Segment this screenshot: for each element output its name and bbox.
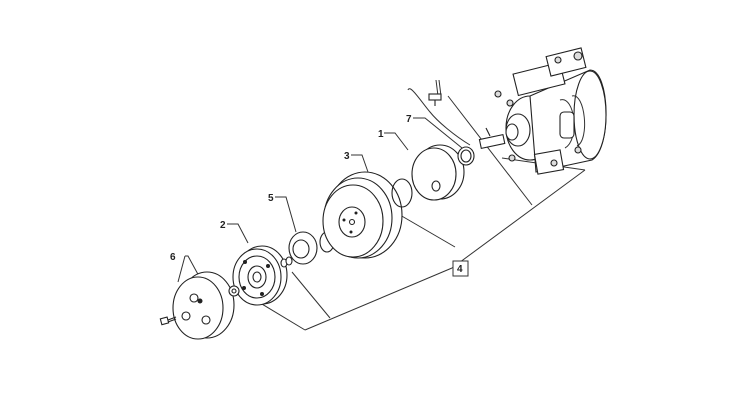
- leader-lines: [177, 95, 586, 331]
- snap-ring-pulley: [391, 178, 413, 208]
- label-part-4: 4: [457, 264, 463, 275]
- part-1-field-coil: [411, 144, 465, 201]
- label-part-7: 7: [406, 114, 412, 125]
- part-7-seal: [457, 146, 475, 166]
- part-6-bolt: [159, 316, 177, 326]
- part-5-shim: [288, 231, 318, 265]
- small-washers: [280, 256, 293, 268]
- part-3-pulley: [322, 171, 403, 259]
- label-part-5: 5: [268, 193, 274, 204]
- label-part-1: 1: [378, 129, 384, 140]
- part-2-hub-plate: [228, 245, 288, 306]
- part-6-front-cover: [172, 271, 235, 340]
- label-4-box: [452, 260, 469, 277]
- label-part-2: 2: [220, 220, 226, 231]
- label-part-3: 3: [344, 151, 350, 162]
- wire-harness: [407, 79, 471, 146]
- compressor-body: [478, 47, 607, 175]
- label-part-6: 6: [170, 252, 176, 263]
